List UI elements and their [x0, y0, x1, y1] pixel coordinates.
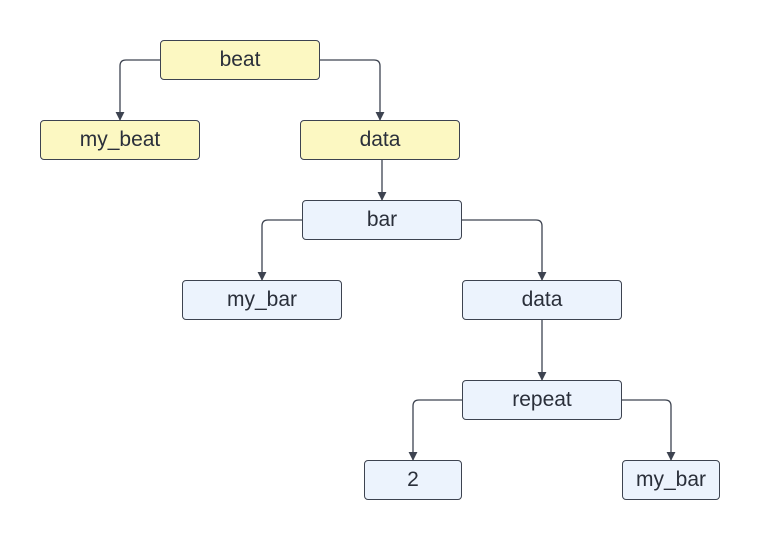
node-bar[interactable]: bar — [302, 200, 462, 240]
edge-beat-to-data1 — [320, 59, 385, 121]
edge-repeat-to-two — [408, 399, 462, 461]
node-beat[interactable]: beat — [160, 40, 320, 80]
edge-bar-to-my_bar1 — [257, 219, 302, 281]
node-repeat[interactable]: repeat — [462, 380, 622, 420]
node-data-2[interactable]: data — [462, 280, 622, 320]
node-data-1[interactable]: data — [300, 120, 460, 160]
edge-repeat-to-my_bar2 — [622, 399, 676, 461]
node-my-bar-1[interactable]: my_bar — [182, 280, 342, 320]
node-two[interactable]: 2 — [364, 460, 462, 500]
node-my-bar-2[interactable]: my_bar — [622, 460, 720, 500]
node-my-beat[interactable]: my_beat — [40, 120, 200, 160]
edge-beat-to-my_beat — [115, 59, 160, 121]
edge-bar-to-data2 — [462, 219, 547, 281]
